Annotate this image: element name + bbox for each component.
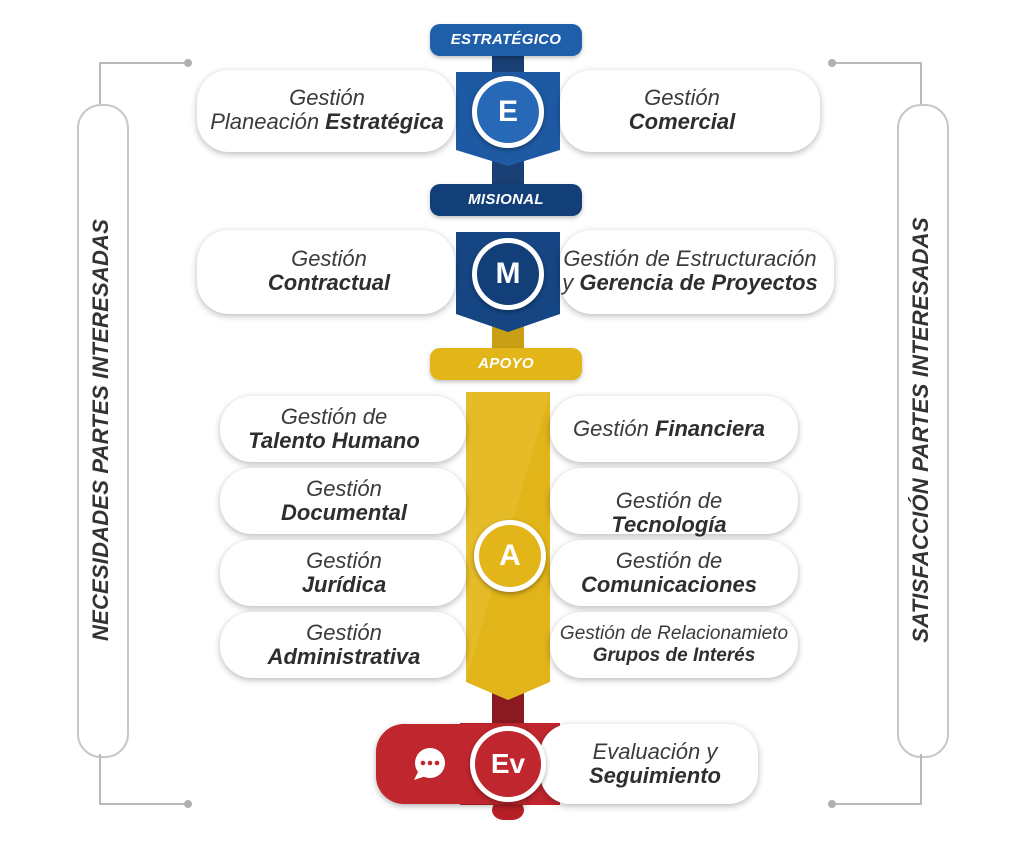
process-relacionamiento-text: Gestión de Relacionamieto Grupos de Inte… <box>559 623 789 666</box>
strategic-label: ESTRATÉGICO <box>430 24 582 56</box>
process-pill-financiera[interactable] <box>550 396 798 462</box>
process-juridica-text: Gestión Jurídica <box>301 548 387 597</box>
process-pill-documental[interactable] <box>220 468 466 534</box>
process-comercial-text: Gestión Comercial <box>628 85 736 134</box>
process-pill-comercial[interactable] <box>560 70 820 152</box>
left-bottom-dot <box>184 800 192 808</box>
process-comunicaciones-text: Gestión de Comunicaciones <box>580 548 758 597</box>
process-pill-comunicaciones[interactable] <box>550 540 798 606</box>
process-pill-evaluacion-seguimiento[interactable] <box>540 724 758 804</box>
process-pill-administrativa[interactable] <box>220 612 466 678</box>
apoyo-letter-badge: A <box>474 520 546 592</box>
right-top-dot <box>828 59 836 67</box>
chat-bubble-icon <box>410 746 450 782</box>
apoyo-label: APOYO <box>430 348 582 380</box>
left-side-frame <box>77 104 129 758</box>
strategic-letter-badge: E <box>472 76 544 148</box>
misional-letter-badge: M <box>472 238 544 310</box>
process-tecnologia-text: Gestión de Tecnología <box>611 488 727 537</box>
process-financiera-text: Gestión Financiera <box>573 416 765 441</box>
misional-label: MISIONAL <box>430 184 582 216</box>
right-side-frame <box>897 104 949 758</box>
process-contractual-text: Gestión Contractual <box>267 246 391 295</box>
left-top-dot <box>184 59 192 67</box>
process-evaluacion-seguimiento-text: Evaluación y Seguimiento <box>588 739 721 788</box>
process-talento-humano-text: Gestión de Talento Humano <box>248 404 420 453</box>
evaluacion-letter-badge: Ev <box>470 726 546 802</box>
process-pill-tecnologia[interactable] <box>550 468 798 534</box>
process-pill-talento-humano[interactable] <box>220 396 466 462</box>
right-bottom-dot <box>828 800 836 808</box>
process-planeacion-estrategica-text: Gestión Planeación Estratégica <box>210 85 444 134</box>
process-documental-text: Gestión Documental <box>281 476 407 525</box>
process-pill-planeacion-estrategica[interactable] <box>197 70 455 152</box>
process-estructuracion-proyectos-text: Gestión de Estructuración y Gerencia de … <box>562 246 818 295</box>
process-pill-juridica[interactable] <box>220 540 466 606</box>
process-pill-estructuracion-proyectos[interactable] <box>560 230 834 314</box>
process-pill-contractual[interactable] <box>197 230 455 314</box>
process-administrativa-text: Gestión Administrativa <box>267 620 421 669</box>
process-pill-relacionamiento[interactable] <box>550 612 798 678</box>
